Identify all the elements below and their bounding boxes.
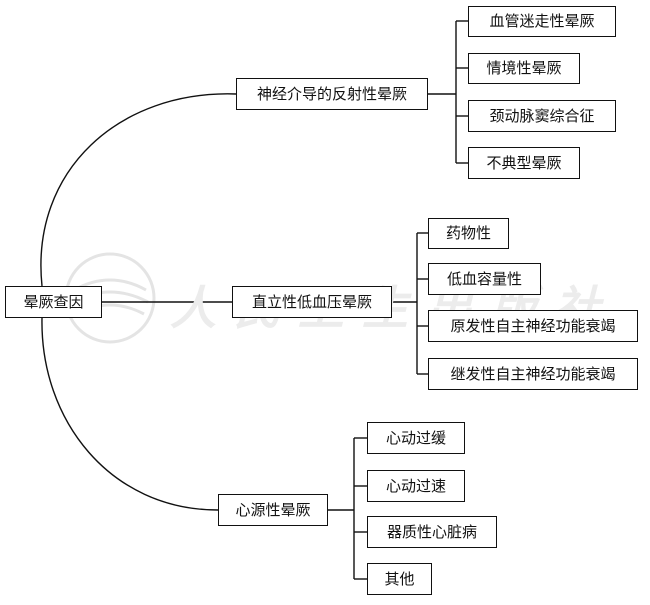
leaf-node: 血管迷走性晕厥: [468, 6, 616, 37]
branch-node-label: 直立性低血压晕厥: [251, 292, 372, 311]
leaf-node: 心动过速: [367, 470, 465, 502]
leaf-node-label: 心动过速: [385, 476, 446, 495]
branch-node-neurally-mediated: 神经介导的反射性晕厥: [236, 78, 428, 110]
branch-node-orthostatic: 直立性低血压晕厥: [232, 286, 392, 318]
leaf-node-label: 其他: [384, 569, 415, 588]
leaf-node: 其他: [367, 563, 432, 595]
leaf-node-label: 情境性晕厥: [486, 59, 562, 77]
leaf-node-label: 低血容量性: [446, 269, 522, 288]
leaf-node-label: 心动过缓: [385, 428, 446, 447]
branch-node-label: 心源性晕厥: [235, 500, 311, 519]
leaf-node: 低血容量性: [428, 263, 541, 295]
connector-root-branch-3: [41, 317, 219, 511]
leaf-node-label: 不典型晕厥: [486, 153, 562, 172]
leaf-node-label: 原发性自主神经功能衰竭: [450, 316, 616, 335]
leaf-node: 器质性心脏病: [367, 516, 497, 548]
leaf-node-label: 药物性: [445, 224, 491, 242]
connector-root-branch-1: [40, 93, 237, 287]
branch-node-cardiac: 心源性晕厥: [218, 494, 328, 526]
leaf-node: 继发性自主神经功能衰竭: [428, 358, 638, 390]
leaf-node: 心动过缓: [367, 422, 465, 454]
leaf-node: 药物性: [428, 218, 509, 249]
branch-node-label: 神经介导的反射性晕厥: [256, 84, 407, 103]
leaf-node-label: 血管迷走性晕厥: [489, 12, 595, 30]
leaf-node: 原发性自主神经功能衰竭: [428, 310, 638, 342]
leaf-node: 不典型晕厥: [468, 147, 580, 179]
leaf-node-label: 颈动脉窦综合征: [489, 106, 595, 125]
leaf-node: 颈动脉窦综合征: [468, 100, 616, 132]
root-node-label: 晕厥查因: [23, 292, 84, 311]
leaf-node-label: 器质性心脏病: [386, 522, 477, 541]
root-node: 晕厥查因: [5, 286, 102, 318]
leaf-node: 情境性晕厥: [468, 53, 580, 84]
leaf-node-label: 继发性自主神经功能衰竭: [450, 364, 616, 383]
